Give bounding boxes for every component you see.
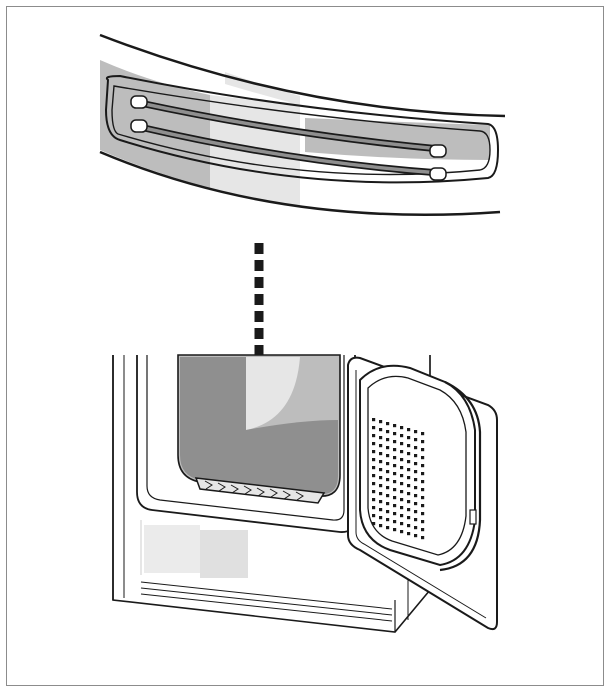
slot-cap-icon [130, 95, 148, 109]
tumble-dryer [112, 354, 431, 633]
door-vent-grille [372, 418, 425, 540]
filter-closeup [99, 33, 506, 217]
open-door [347, 356, 498, 631]
filter-slot [194, 477, 326, 504]
